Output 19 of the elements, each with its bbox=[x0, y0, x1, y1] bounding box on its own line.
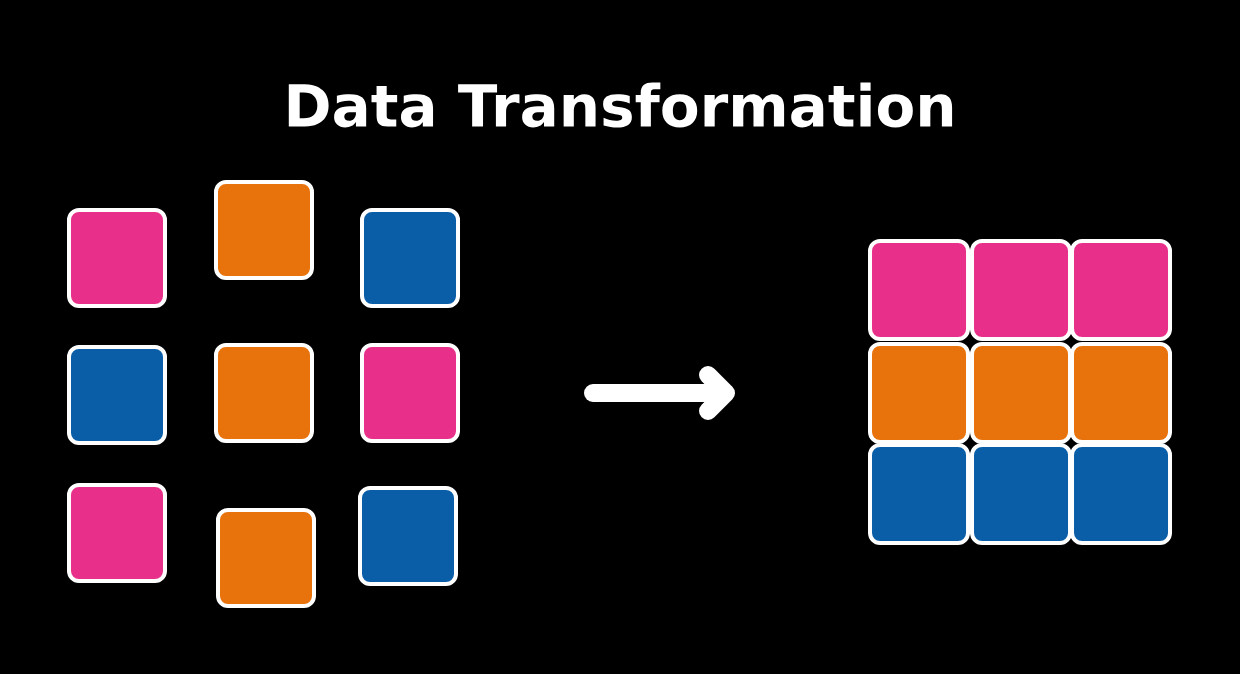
square-block bbox=[358, 486, 458, 586]
square-block bbox=[214, 343, 314, 443]
square-block bbox=[970, 239, 1072, 341]
square-block bbox=[868, 239, 970, 341]
square-block bbox=[868, 443, 970, 545]
square-block bbox=[970, 443, 1072, 545]
square-block bbox=[214, 180, 314, 280]
square-block bbox=[67, 345, 167, 445]
square-block bbox=[1070, 239, 1172, 341]
title: Data Transformation bbox=[288, 82, 953, 128]
square-block bbox=[216, 508, 316, 608]
square-block bbox=[67, 208, 167, 308]
square-block bbox=[360, 343, 460, 443]
square-block bbox=[868, 342, 970, 444]
square-block bbox=[970, 342, 1072, 444]
square-block bbox=[67, 483, 167, 583]
square-block bbox=[360, 208, 460, 308]
square-block bbox=[1070, 443, 1172, 545]
square-block bbox=[1070, 342, 1172, 444]
